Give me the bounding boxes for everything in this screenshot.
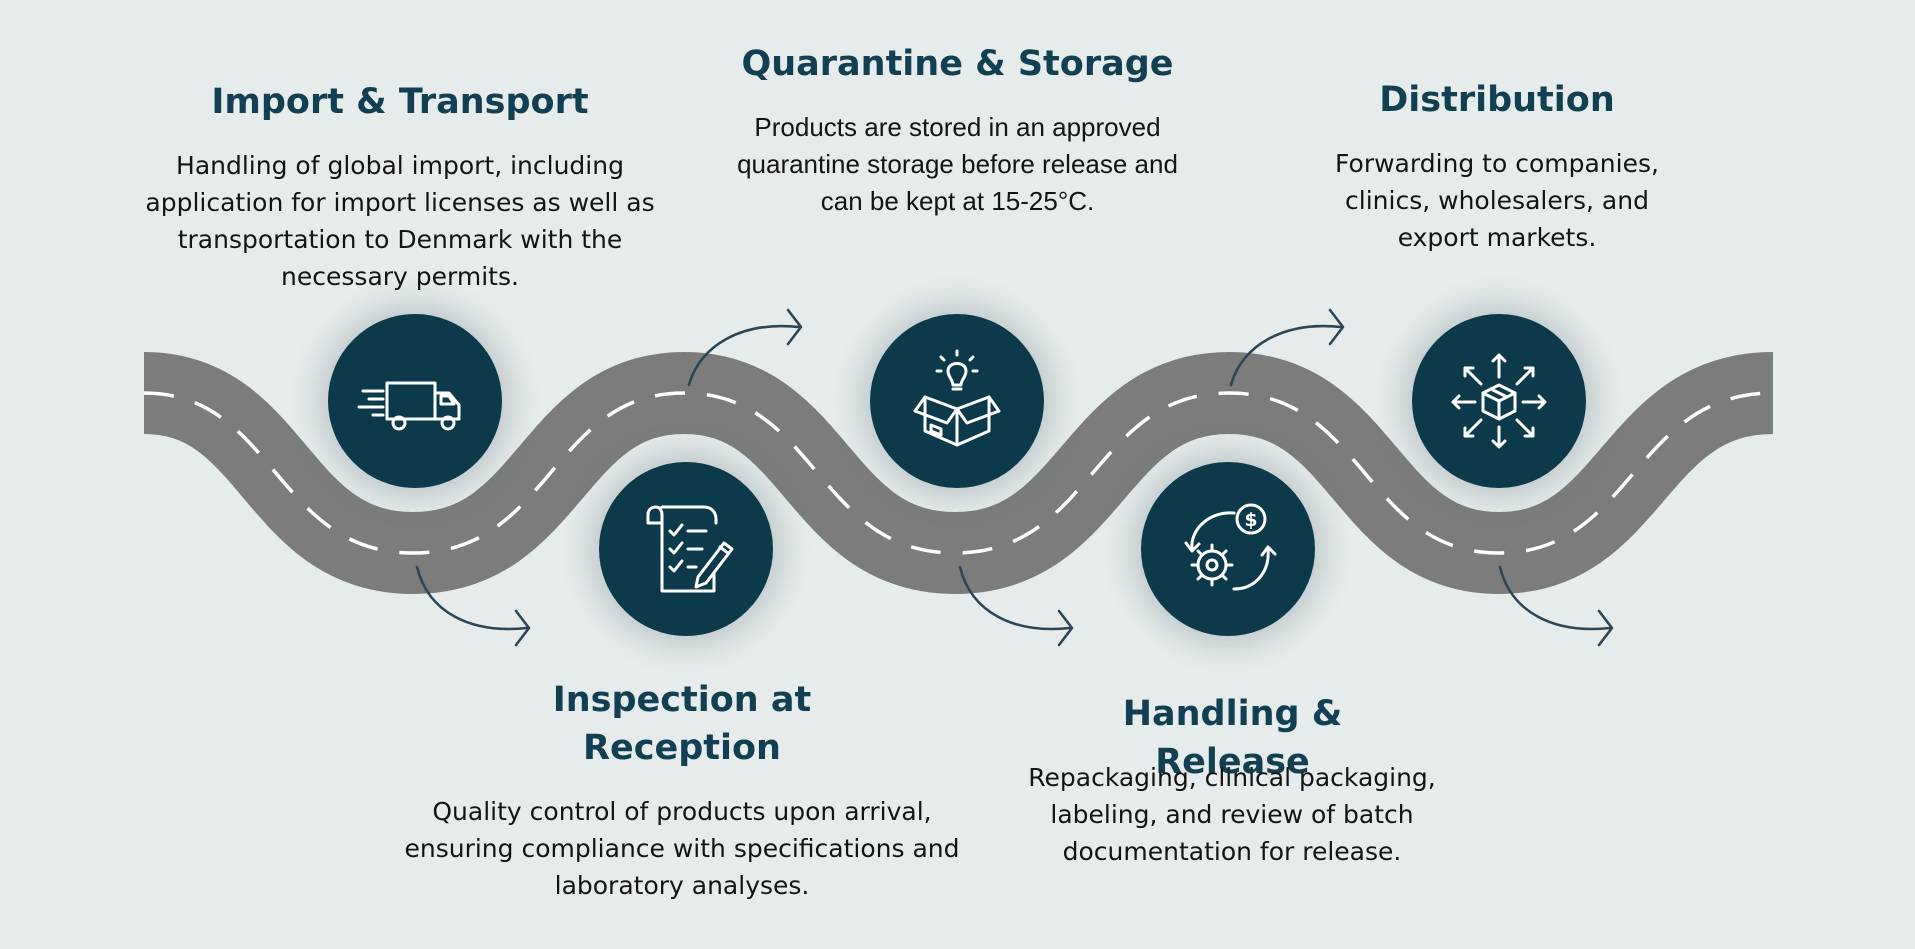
box-distribution-icon xyxy=(1451,353,1547,449)
step-badge-distribution xyxy=(1412,314,1586,488)
flow-arrow-3 xyxy=(958,565,1074,647)
road-lane-marking xyxy=(143,391,1774,555)
step-title-inspection-reception: Inspection at Reception xyxy=(552,680,812,768)
step-description-handling-release: Repackaging, clinical packaging, labelin… xyxy=(1028,763,1436,866)
gear-dollar-cycle-icon: $ xyxy=(1184,503,1277,591)
box-lightbulb-icon xyxy=(913,349,1001,447)
step-description-quarantine-storage: Products are stored in an approved quara… xyxy=(737,112,1178,216)
step-title-handling-release: Handling & Release xyxy=(1122,694,1343,782)
checklist-pen-icon xyxy=(646,505,734,593)
step-badge-handling-release: $ xyxy=(1141,462,1315,636)
step-badge-quarantine-storage xyxy=(870,314,1044,488)
flow-arrow-1 xyxy=(415,565,531,647)
delivery-truck-icon xyxy=(357,381,461,431)
step-title-import-transport: Import & Transport xyxy=(211,82,589,122)
flow-arrow-2 xyxy=(687,308,803,387)
step-description-import-transport: Handling of global import, including app… xyxy=(145,151,655,291)
step-badge-inspection-reception xyxy=(599,462,773,636)
step-description-inspection-reception: Quality control of products upon arrival… xyxy=(404,797,960,900)
step-badge-import-transport xyxy=(328,314,502,488)
step-description-distribution: Forwarding to companies, clinics, wholes… xyxy=(1335,149,1659,252)
svg-text:$: $ xyxy=(1244,509,1257,531)
flow-arrow-5 xyxy=(1498,565,1614,647)
step-title-distribution: Distribution xyxy=(1379,80,1615,120)
step-title-quarantine-storage: Quarantine & Storage xyxy=(741,44,1174,84)
flow-arrow-4 xyxy=(1229,308,1345,387)
